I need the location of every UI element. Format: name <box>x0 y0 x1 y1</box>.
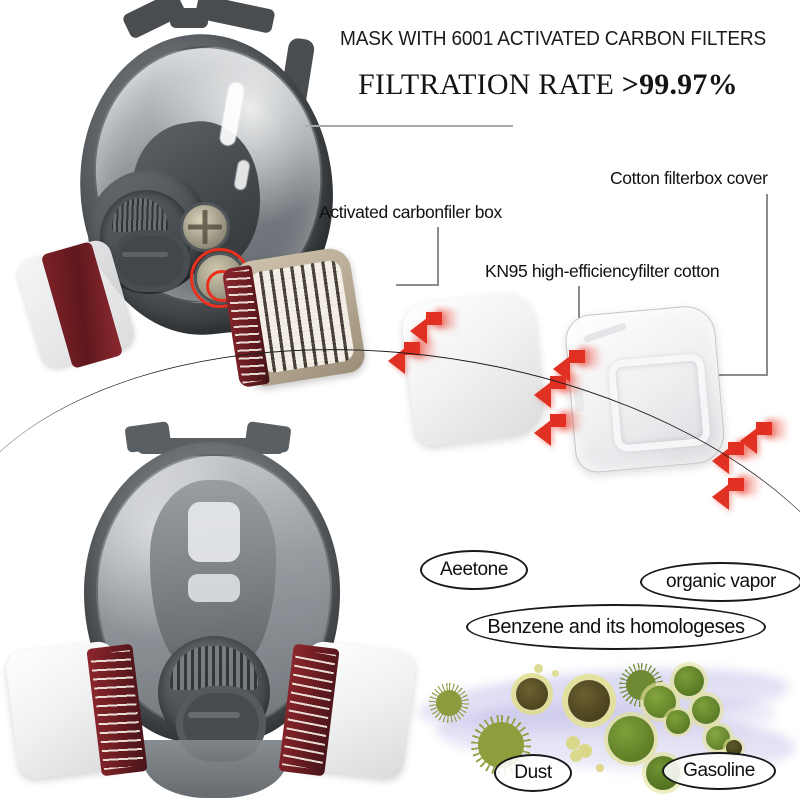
germ-particle-round-3 <box>666 710 690 734</box>
germ-particle-round-6 <box>692 696 720 724</box>
annotation-kn95-filter-cotton: KN95 high-efficiencyfilter cotton <box>485 261 720 281</box>
leader-line-carbon-box-vertical <box>437 227 439 285</box>
leader-line-visor <box>305 125 513 127</box>
callout-bubble-dust: Dust <box>494 754 572 792</box>
filtration-rate-value: >99.97% <box>621 68 738 101</box>
inhalation-port-upper <box>180 202 230 252</box>
germ-particle-small-cluster <box>566 736 580 750</box>
germ-particle-speck-2 <box>552 670 559 677</box>
page-title-secondary: FILTRATION RATE >99.97% <box>358 68 798 102</box>
inner-seal-slot-lower <box>188 574 240 602</box>
germ-particle-small-cluster-3 <box>570 750 582 762</box>
leader-line-carbon-box-horizontal <box>396 284 439 286</box>
respirator-mask-front-view <box>4 421 418 800</box>
inner-seal-slot-upper <box>188 502 240 562</box>
leader-line-kn95 <box>578 286 580 328</box>
mask-chin-skirt <box>142 740 288 798</box>
germ-particle-round-1 <box>608 716 654 762</box>
germ-particle-speck-4 <box>616 772 623 779</box>
filtration-rate-label: FILTRATION RATE <box>358 68 622 101</box>
germ-particle-spiky-1 <box>429 683 469 723</box>
leader-line-cover-horizontal <box>718 374 768 376</box>
leader-line-cover-vertical <box>766 194 768 375</box>
callout-bubble-acetone: Aeetone <box>420 550 528 590</box>
germ-particle-round-5 <box>674 666 704 696</box>
page-title-primary: MASK WITH 6001 ACTIVATED CARBON FILTERS <box>340 27 767 50</box>
germ-particle-speck-3 <box>596 764 604 772</box>
exhalation-valve-bar-front <box>188 712 240 718</box>
callout-bubble-organic-vapor: organic vapor <box>640 562 800 602</box>
cartridge-filter-right <box>221 245 368 389</box>
callout-bubble-gasoline: Gasoline <box>662 752 776 790</box>
germ-particle-dotted-2 <box>568 680 610 722</box>
annotation-cotton-filterbox-cover: Cotton filterbox cover <box>610 168 768 188</box>
exhalation-valve-bar <box>122 252 168 257</box>
germ-particle-dotted-1 <box>516 678 548 710</box>
cover-center-opening <box>607 352 712 453</box>
head-strap-buckle <box>170 8 208 28</box>
callout-bubble-benzene: Benzene and its homologeses <box>466 604 766 650</box>
kn95-filter-cotton-pad <box>399 290 549 448</box>
cotton-filterbox-cover-part <box>563 303 727 475</box>
exhalation-valve-cover <box>112 230 190 292</box>
respirator-mask-angled-view <box>14 0 368 588</box>
annotation-activated-carbon-filter-box: Activated carbonfiler box <box>319 202 502 222</box>
germ-particle-speck-1 <box>534 664 543 673</box>
